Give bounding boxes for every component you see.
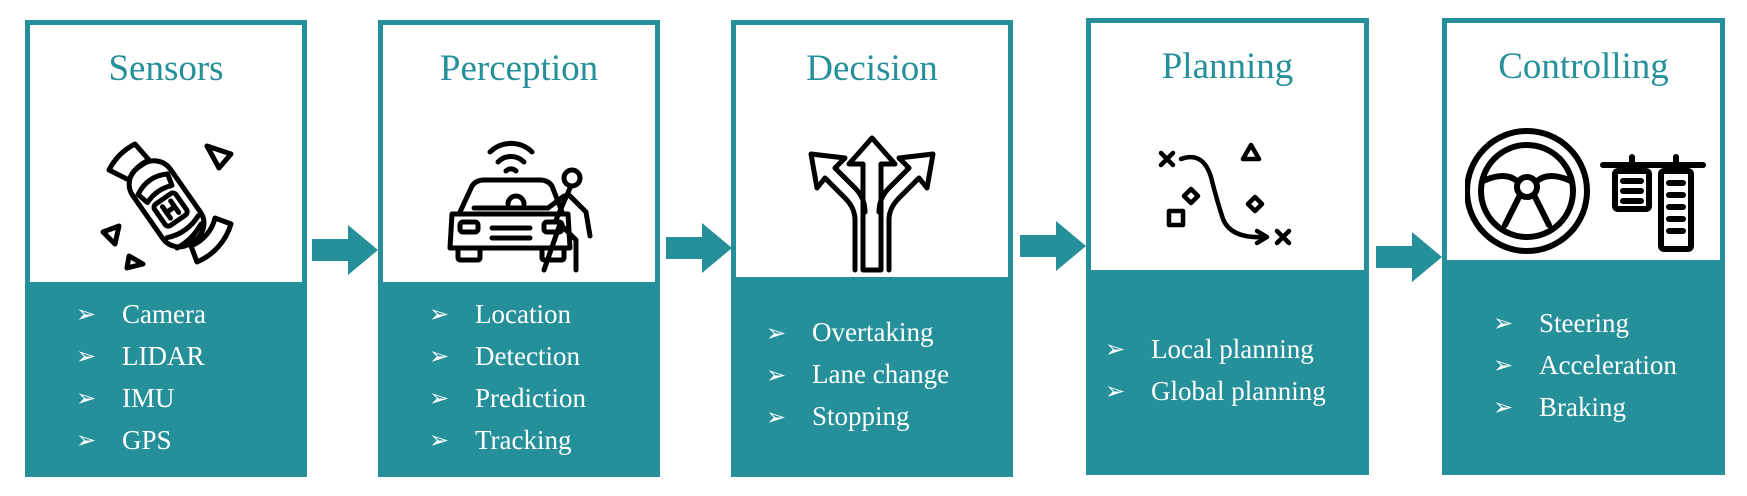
- route-map-icon: [1091, 111, 1364, 283]
- stage-list: ➢Overtaking ➢Lane change ➢Stopping: [736, 277, 1008, 472]
- list-item: ➢Camera: [76, 298, 206, 329]
- list-item: ➢Local planning: [1105, 333, 1314, 364]
- stage-controlling: Controlling ➢Steering ➢Acceleration ➢Bra…: [1442, 18, 1725, 475]
- stage-list: ➢Location ➢Detection ➢Prediction ➢Tracki…: [383, 282, 655, 472]
- stage-title: Planning: [1161, 46, 1294, 87]
- list-item: ➢LIDAR: [76, 340, 205, 371]
- bullet-arrow-icon: ➢: [1493, 351, 1514, 379]
- car-pedestrian-icon: [383, 115, 655, 290]
- list-item: ➢Lane change: [766, 359, 950, 389]
- bullet-arrow-icon: ➢: [429, 342, 450, 370]
- stage-list: ➢Camera ➢LIDAR ➢IMU ➢GPS: [30, 282, 302, 472]
- list-item: ➢Stopping: [766, 401, 910, 431]
- flow-arrow-icon: [1020, 221, 1086, 271]
- list-item: ➢Detection: [429, 340, 580, 371]
- stage-list: ➢Local planning ➢Global planning: [1091, 270, 1364, 470]
- bullet-arrow-icon: ➢: [766, 318, 787, 347]
- bullet-arrow-icon: ➢: [429, 300, 450, 328]
- branching-arrows-icon: [736, 115, 1008, 290]
- bullet-arrow-icon: ➢: [76, 426, 97, 454]
- bullet-arrow-icon: ➢: [76, 342, 97, 370]
- stage-planning: Planning ➢Local planning ➢Global plannin…: [1086, 18, 1369, 475]
- list-item: ➢Braking: [1493, 391, 1626, 422]
- bullet-arrow-icon: ➢: [76, 300, 97, 328]
- bullet-arrow-icon: ➢: [429, 384, 450, 412]
- stage-title: Controlling: [1498, 46, 1669, 87]
- stage-perception: Perception ➢Location ➢Detection ➢Predic: [378, 20, 660, 477]
- bullet-arrow-icon: ➢: [1105, 335, 1126, 363]
- stage-title: Decision: [806, 48, 938, 89]
- bullet-arrow-icon: ➢: [76, 384, 97, 412]
- list-item: ➢Prediction: [429, 382, 586, 413]
- list-item: ➢GPS: [76, 424, 172, 455]
- list-item: ➢Global planning: [1105, 375, 1326, 406]
- bullet-arrow-icon: ➢: [1493, 309, 1514, 337]
- list-item: ➢Overtaking: [766, 317, 934, 347]
- steering-pedals-icon: [1447, 111, 1720, 271]
- stage-title: Sensors: [108, 48, 224, 89]
- list-item: ➢Acceleration: [1493, 349, 1677, 380]
- bullet-arrow-icon: ➢: [1105, 377, 1126, 405]
- bullet-arrow-icon: ➢: [766, 360, 787, 389]
- bullet-arrow-icon: ➢: [766, 402, 787, 431]
- bullet-arrow-icon: ➢: [1493, 393, 1514, 421]
- list-item: ➢Steering: [1493, 307, 1629, 338]
- car-sensors-icon: [30, 115, 302, 290]
- list-item: ➢Location: [429, 298, 571, 329]
- flow-arrow-icon: [1376, 232, 1442, 282]
- stage-title: Perception: [439, 48, 599, 89]
- stage-decision: Decision ➢Overtaking ➢Lane change ➢Stopp…: [731, 20, 1013, 477]
- bullet-arrow-icon: ➢: [429, 426, 450, 454]
- list-item: ➢IMU: [76, 382, 175, 413]
- stage-sensors: Sensors ➢Camera ➢LIDAR ➢IMU ➢GPS: [25, 20, 307, 477]
- list-item: ➢Tracking: [429, 424, 572, 455]
- stage-list: ➢Steering ➢Acceleration ➢Braking: [1447, 260, 1720, 470]
- flow-arrow-icon: [666, 223, 732, 273]
- flow-arrow-icon: [312, 225, 378, 275]
